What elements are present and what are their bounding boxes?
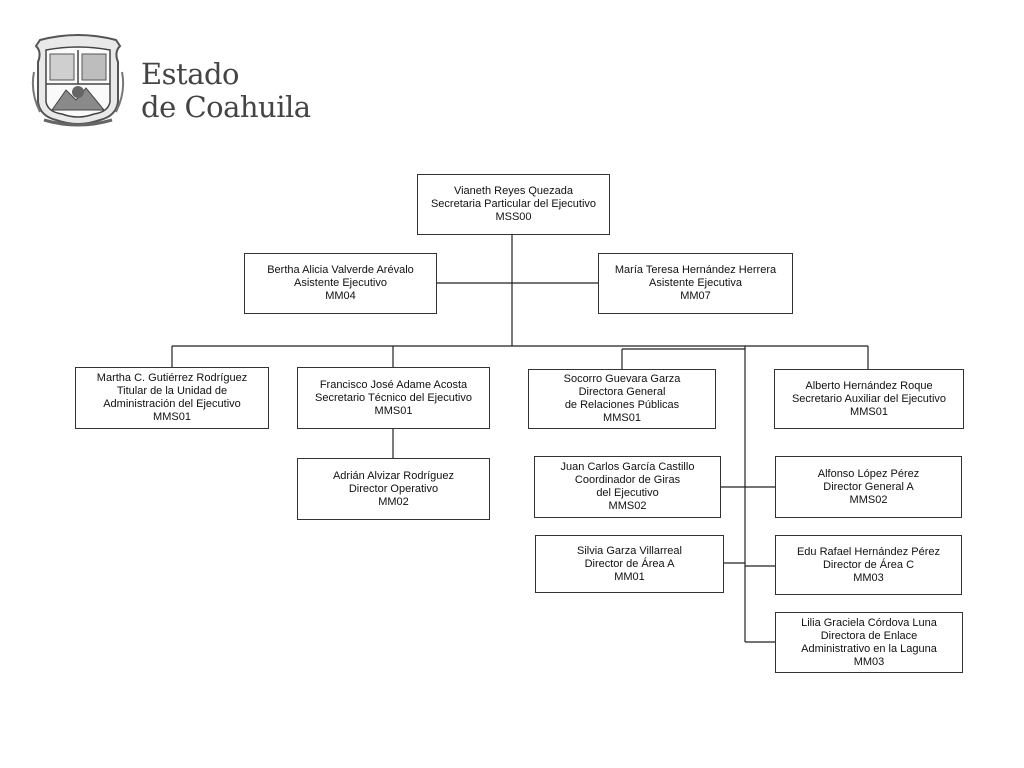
position-title: Directora de Enlace	[820, 629, 918, 642]
position-code: MMS02	[608, 500, 647, 512]
person-name: María Teresa Hernández Herrera	[614, 264, 777, 276]
coat-of-arms-logo	[31, 34, 125, 127]
person-name: Lilia Graciela Córdova Luna	[801, 616, 937, 629]
position-code: MM07	[680, 290, 711, 302]
state-title-line2: de Coahuila	[141, 90, 311, 124]
position-code: MMS01	[374, 404, 413, 417]
person-name: Adrián Alvizar Rodríguez	[332, 469, 455, 482]
position-title: Administrativo en la Laguna	[801, 642, 937, 655]
state-title-line1: Estado	[141, 57, 240, 91]
person-name: Alfonso López Pérez	[817, 467, 920, 480]
position-title: Director de Área C	[822, 558, 915, 571]
position-code: MM02	[378, 495, 409, 508]
position-title: Secretario Técnico del Ejecutivo	[315, 391, 472, 404]
position-code: MMS02	[849, 493, 888, 506]
position-title: de Relaciones Públicas	[564, 399, 680, 411]
person-name: Socorro Guevara Garza	[563, 373, 681, 385]
position-code: MM03	[853, 571, 884, 584]
position-code: MMS01	[153, 411, 191, 423]
position-title: Titular de la Unidad de	[116, 385, 228, 397]
person-name: Edu Rafael Hernández Pérez	[796, 545, 941, 558]
person-name: Alberto Hernández Roque	[805, 379, 933, 392]
position-code: MMS01	[850, 405, 888, 418]
position-title: Asistente Ejecutivo	[294, 277, 387, 289]
position-title: Director Operativo	[348, 482, 439, 495]
position-title: Administración del Ejecutivo	[103, 398, 241, 410]
person-name: Silvia Garza Villarreal	[577, 544, 682, 557]
position-code: MM03	[853, 655, 885, 668]
position-code: MMS01	[603, 412, 641, 424]
state-title: Estado de Coahuila	[141, 58, 311, 124]
person-name: Francisco José Adame Acosta	[319, 378, 468, 391]
position-code: MM04	[325, 290, 356, 302]
position-code: MSS00	[495, 211, 532, 223]
position-title: Coordinador de Giras	[574, 474, 681, 486]
person-name: Juan Carlos García Castillo	[560, 461, 695, 473]
person-name: Bertha Alicia Valverde Arévalo	[267, 264, 414, 276]
position-title: del Ejecutivo	[596, 487, 659, 499]
position-title: Asistente Ejecutiva	[649, 277, 742, 289]
person-name: Martha C. Gutiérrez Rodríguez	[96, 372, 248, 384]
person-name: Vianeth Reyes Quezada	[453, 185, 574, 197]
position-title: Director General A	[823, 480, 914, 493]
position-title: Secretaria Particular del Ejecutivo	[430, 198, 597, 210]
position-title: Secretario Auxiliar del Ejecutivo	[791, 392, 947, 405]
position-title: Director de Área A	[584, 557, 675, 570]
position-code: MM01	[614, 570, 645, 583]
position-title: Directora General	[578, 386, 666, 398]
